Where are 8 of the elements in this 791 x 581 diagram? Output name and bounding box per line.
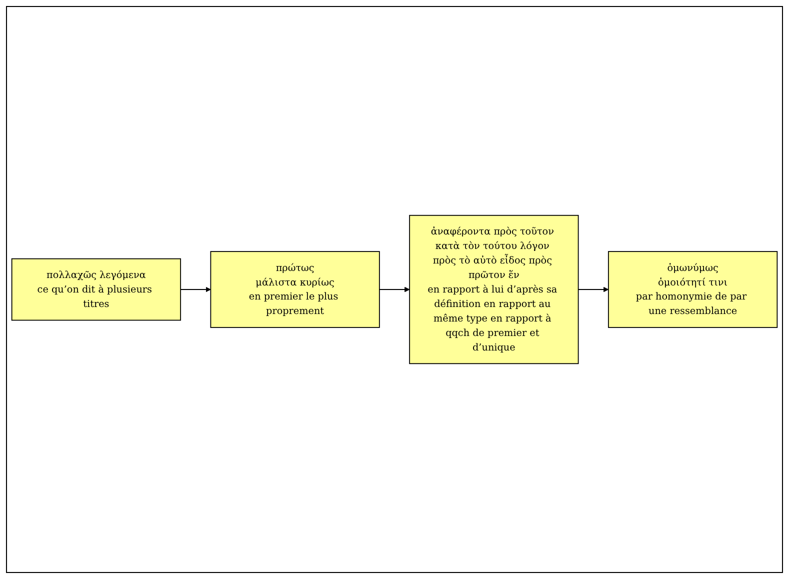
node-box	[608, 251, 778, 328]
node-box	[11, 258, 182, 321]
arrow	[578, 286, 609, 292]
node-box	[409, 214, 579, 364]
arrow	[378, 286, 410, 292]
diagram-frame: πολλαχῶς λεγόμενα ce qu’on dit à plusieurs titres πρώτως μάλιστα κυρίως en premier le plus proprement ἀναφέροντα πρὸς τοῦτον κατὰ τὸν τούτου λόγον πρὸς τὸ αὐτὸ εἶδος πρὸς πρῶτον ἕν en rapport à lui d’après sa définition en rapport au même type en rapport à qqch de premier et d’unique ὁμωνύμως ὁμοιότητί τινι par homonymie de par une ressemblance	[6, 6, 783, 573]
arrow	[180, 286, 211, 292]
node-box	[210, 251, 380, 328]
